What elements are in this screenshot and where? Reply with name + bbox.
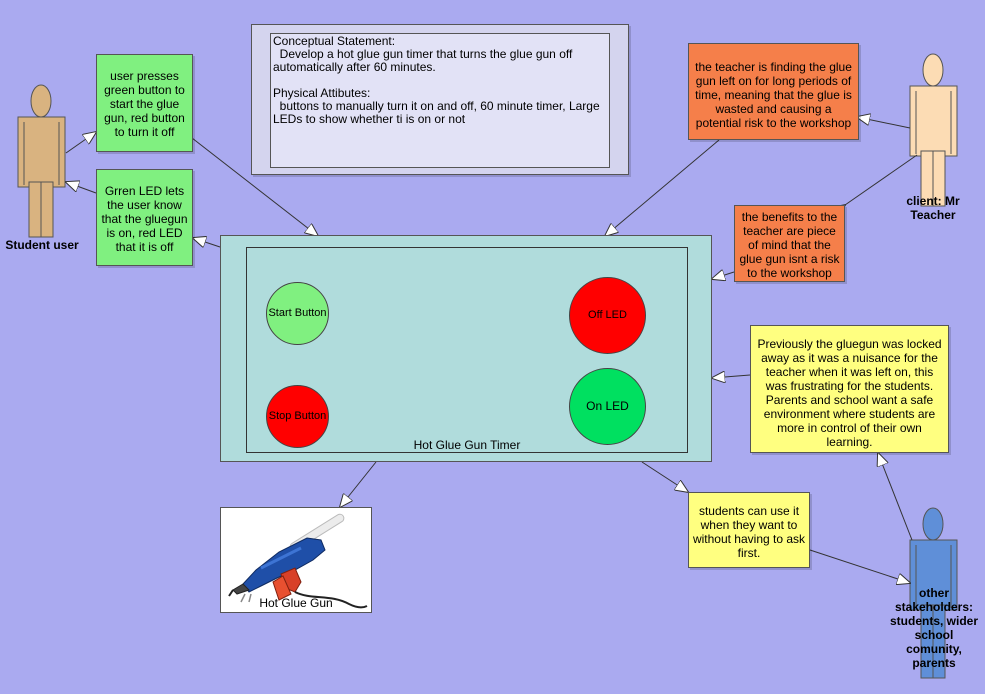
physical-heading: Physical Attibutes:: [273, 86, 371, 100]
glue-gun-picture-box: Hot Glue Gun: [220, 507, 372, 613]
physical-attributes: buttons to manually turn it on and off, …: [273, 99, 603, 126]
note-teacher-problem: the teacher is finding the glue gun left…: [688, 43, 859, 140]
student-actor-label: Student user: [5, 238, 79, 252]
note-user-presses: user presses green button to start the g…: [96, 54, 193, 152]
connector-device-to-gun: [340, 461, 377, 507]
connector-benefits-to-device: [712, 272, 735, 279]
on-led-label: On LED: [586, 399, 629, 413]
off-led-label: Off LED: [588, 309, 627, 321]
conceptual-heading: Conceptual Statement:: [273, 34, 396, 48]
connectors: [65, 117, 918, 583]
note-teacher-benefits: the benefits to the teacher are piece of…: [734, 205, 845, 282]
connector-client-to-teacher-note: [857, 117, 911, 129]
connector-teacher-note-to-device: [605, 139, 720, 236]
stakeholders-actor-label: other stakeholders: students, wider scho…: [889, 586, 978, 670]
stakeholder-actor-icon: [909, 507, 958, 679]
connector-client-to-benefits-note: [845, 154, 918, 205]
glue-gun-label: Hot Glue Gun: [259, 596, 333, 610]
student-actor-icon: [17, 84, 66, 238]
note-previously: Previously the gluegun was locked away a…: [750, 325, 949, 453]
conceptual-statement-box: Conceptual Statement: Develop a hot glue…: [251, 24, 629, 175]
start-button-label: Start Button: [268, 307, 327, 319]
note-students-use-text: students can use it when they want to wi…: [692, 504, 806, 560]
client-actor-label: client: Mr Teacher: [906, 194, 960, 222]
note-user-presses-text: user presses green button to start the g…: [104, 69, 185, 139]
note-previously-text: Previously the gluegun was locked away a…: [757, 337, 942, 449]
stop-button[interactable]: Stop Button: [266, 385, 329, 448]
connector-led-note-to-student: [66, 182, 97, 194]
glue-gun-icon: [228, 513, 368, 609]
note-students-use: students can use it when they want to wi…: [688, 492, 810, 568]
connector-student-to-press-note: [65, 132, 96, 154]
start-button[interactable]: Start Button: [266, 282, 329, 345]
hot-glue-gun-timer-device: Start Button Stop Button Off LED On LED …: [220, 235, 712, 462]
conceptual-statement: Develop a hot glue gun timer that turns …: [273, 47, 576, 74]
note-teacher-problem-text: the teacher is finding the glue gun left…: [695, 60, 852, 130]
note-teacher-benefits-text: the benefits to the teacher are piece of…: [739, 210, 840, 280]
note-green-led: Grren LED lets the user know that the gl…: [96, 169, 193, 266]
connector-device-to-students-note: [641, 461, 688, 492]
off-led: Off LED: [569, 277, 646, 354]
device-panel: Start Button Stop Button Off LED On LED …: [246, 247, 688, 453]
connector-press-note-to-device: [191, 137, 318, 236]
note-green-led-text: Grren LED lets the user know that the gl…: [101, 184, 188, 254]
client-actor-icon: [909, 53, 958, 207]
connector-device-to-led-note: [193, 238, 221, 247]
device-title: Hot Glue Gun Timer: [413, 438, 521, 452]
connector-previously-to-device: [712, 375, 751, 378]
conceptual-statement-text: Conceptual Statement: Develop a hot glue…: [270, 33, 610, 168]
stop-button-label: Stop Button: [268, 410, 327, 422]
on-led: On LED: [569, 368, 646, 445]
connector-students-note-to-stakeholders: [809, 549, 910, 583]
connector-stakeholders-to-previously: [878, 453, 913, 541]
